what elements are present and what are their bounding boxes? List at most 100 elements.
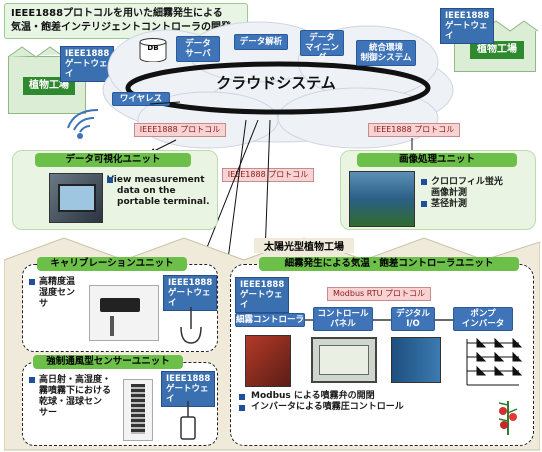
pump-inverter-line-1: ポンプ (470, 309, 496, 319)
integrated-env-box: 統合環境 制御システム (356, 40, 416, 66)
data-server-box: データ サーバ (176, 36, 220, 62)
forced-vent-list: 高日射・高湿度・ 霧噴霧下における 乾球・湿球セン サー (29, 375, 119, 419)
cloud-ring (125, 61, 431, 115)
mist-controller-box: 細霧コントローラ (235, 313, 305, 327)
image-proc-list: クロロフィル蛍光 画像計測 茎径計測 (421, 177, 533, 210)
left-plant-factory: 植物工場 (8, 46, 88, 114)
calibration-list: 高精度温 湿度セン サ (29, 277, 89, 310)
data-vis-panel: データ可視化ユニット View measurement data on the … (12, 150, 218, 230)
gateway-label: IEEE1888 (240, 280, 285, 290)
data-mining-line-1: データ (309, 33, 335, 43)
cloud-system-label: クラウドシステム (216, 74, 336, 92)
controller-board-photo (245, 335, 291, 387)
probe-icon (180, 401, 196, 440)
mist-title: 細霧発生による気温・飽差コントローラユニット (259, 257, 519, 271)
bullet-square-icon (29, 279, 35, 285)
data-analysis-box: データ解析 (234, 34, 288, 50)
greenhouse-photo (349, 171, 415, 227)
right-gateway: IEEE1888 ゲートウェイ (440, 8, 494, 44)
bullet-square-icon (421, 201, 427, 207)
control-panel-photo (311, 337, 377, 383)
forced-vent-item-3: 乾球・湿球セン (39, 397, 103, 407)
protocol-label-right: IEEE1888 プロトコル (368, 123, 460, 137)
integrated-env-line-1: 統合環境 (368, 43, 403, 53)
calibration-item-2: 湿度セン (39, 288, 76, 298)
wireless-signal-icon (67, 109, 99, 139)
data-server-line-1: データ (185, 39, 211, 49)
mist-connector-lines (305, 319, 453, 321)
gateway-sub-label: ゲートウェイ (166, 384, 209, 404)
sensor-photo (89, 285, 159, 341)
image-proc-title: 画像処理ユニット (357, 153, 517, 167)
control-panel-line-1: コントロール (317, 309, 369, 319)
solar-factory-label: 太陽光型植物工場 (254, 238, 354, 253)
diagram-title: IEEE1888プロトコルを用いた細霧発生による 気温・飽差インテリジェントコン… (4, 3, 248, 39)
forced-vent-item-1: 高日射・高湿度・ (39, 375, 112, 385)
calibration-item-1: 高精度温 (39, 277, 76, 287)
forced-vent-title: 強制通風型センサーユニット (33, 355, 183, 369)
wireless-label: ワイヤレス (119, 94, 163, 104)
sensor-probe-icon (180, 307, 202, 344)
modbus-label: Modbus RTU プロトコル (327, 287, 431, 301)
pump-inverter-line-2: インバータ (461, 319, 505, 329)
calibration-item-3: サ (39, 299, 49, 309)
integrated-env-line-2: 制御システム (360, 53, 412, 63)
image-proc-item-2: 画像計測 (431, 188, 468, 198)
digital-io-line-1: デジタル (396, 309, 430, 319)
data-mining-line-2: マイニング (304, 43, 339, 63)
mist-bullets: Modbus による噴霧弁の開閉 インバータによる噴霧圧コントロール (239, 391, 459, 413)
calibration-gateway: IEEE1888 ゲートウェイ (163, 275, 217, 311)
bullet-square-icon (421, 179, 427, 185)
data-mining-box: データ マイニング (300, 30, 344, 63)
calibration-panel: キャリブレーションユニット 高精度温 湿度セン サ IEEE1888 ゲートウェ… (22, 257, 218, 352)
image-proc-item-1: クロロフィル蛍光 (431, 177, 503, 187)
data-vis-line-1: View measurement (107, 175, 205, 185)
gateway-sub-label: ゲートウェイ (240, 290, 283, 310)
db-label: DB (147, 44, 159, 52)
wireless-box: ワイヤレス (112, 92, 170, 106)
mist-bullet-1: Modbus による噴霧弁の開閉 (251, 391, 375, 401)
data-server-line-2: サーバ (185, 49, 211, 59)
tablet-photo (49, 173, 103, 223)
mist-bullet-2: インバータによる噴霧圧コントロール (251, 402, 404, 412)
data-vis-line-2: data on the (117, 186, 176, 196)
gateway-sub-label: ゲートウェイ (65, 59, 108, 79)
gateway-label: IEEE1888 (168, 278, 213, 288)
data-analysis-label: データ解析 (239, 37, 283, 47)
control-panel-box: コントロール パネル (313, 307, 373, 331)
digital-io-photo (391, 337, 441, 383)
tomato-plant-icon (498, 401, 518, 435)
db-icon: DB (138, 38, 168, 63)
mist-controller-label: 細霧コントローラ (236, 315, 305, 325)
gateway-sub-label: ゲートウェイ (445, 21, 488, 41)
protocol-label-left: IEEE1888 プロトコル (134, 123, 226, 137)
control-panel-line-2: パネル (330, 319, 356, 329)
right-factory-label: 植物工場 (470, 41, 524, 59)
data-vis-line-3: portable terminal. (117, 197, 210, 207)
bullet-square-icon (29, 377, 35, 383)
bullet-square-icon (239, 405, 245, 411)
gateway-label: IEEE1888 (166, 374, 211, 384)
image-proc-panel: 画像処理ユニット クロロフィル蛍光 画像計測 茎径計測 (340, 150, 536, 230)
mist-controller-panel: 細霧発生による気温・飽差コントローラユニット IEEE1888 ゲートウェイ M… (230, 257, 534, 446)
gateway-label: IEEE1888 (65, 49, 110, 59)
gateway-sub-label: ゲートウェイ (168, 288, 211, 308)
data-vis-title: データ可視化ユニット (35, 153, 191, 167)
forced-vent-item-2: 霧噴霧下における (39, 386, 112, 396)
gateway-label: IEEE1888 (445, 11, 490, 21)
vent-sensor-photo (123, 379, 153, 441)
title-line-2: 気温・飽差インテリジェントコントローラの開発 (11, 22, 231, 33)
digital-io-line-2: I/O (406, 319, 420, 329)
valve-array-icon (466, 337, 523, 386)
data-vis-text: View measurement data on the portable te… (107, 175, 217, 208)
bullet-square-icon (107, 177, 113, 183)
bullet-square-icon (239, 394, 245, 400)
title-line-1: IEEE1888プロトコルを用いた細霧発生による (11, 8, 223, 19)
forced-vent-panel: 強制通風型センサーユニット 高日射・高湿度・ 霧噴霧下における 乾球・湿球セン … (22, 355, 218, 446)
pump-inverter-box: ポンプ インバータ (453, 307, 513, 331)
calibration-title: キャリブレーションユニット (37, 257, 187, 271)
mist-gateway: IEEE1888 ゲートウェイ (235, 277, 289, 313)
digital-io-box: デジタル I/O (391, 307, 435, 331)
forced-vent-item-4: サー (39, 408, 58, 418)
image-proc-item-3: 茎径計測 (431, 199, 468, 209)
